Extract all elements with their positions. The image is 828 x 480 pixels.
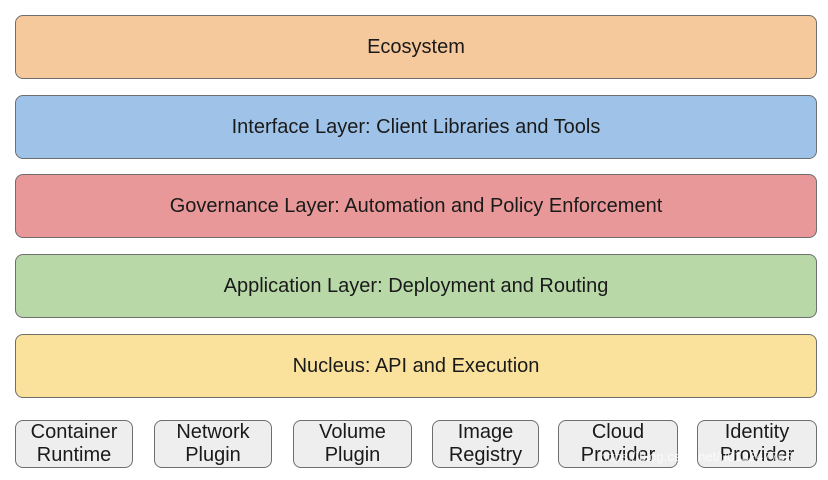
plugin-label-line2: Plugin [324, 444, 381, 466]
plugin-label-line2: Provider [719, 444, 795, 466]
plugin-label-line2: Provider [580, 444, 656, 466]
plugin-image-registry: Image Registry [432, 420, 539, 468]
plugin-label-line1: Container [30, 421, 118, 443]
layer-label: Interface Layer: Client Libraries and To… [231, 115, 601, 138]
plugin-label-line2: Plugin [185, 444, 241, 466]
layer-application: Application Layer: Deployment and Routin… [15, 254, 817, 318]
plugin-identity-provider: Identity Provider [697, 420, 817, 468]
layer-label: Nucleus: API and Execution [292, 354, 540, 377]
layer-label: Application Layer: Deployment and Routin… [223, 274, 609, 297]
plugin-label-line2: Runtime [36, 444, 112, 466]
plugin-label-line1: Volume [319, 421, 386, 443]
layer-interface: Interface Layer: Client Libraries and To… [15, 95, 817, 159]
layer-ecosystem: Ecosystem [15, 15, 817, 79]
plugin-network-plugin: Network Plugin [154, 420, 272, 468]
layer-label: Ecosystem [367, 35, 465, 58]
plugin-label-line1: Network [176, 421, 250, 443]
plugin-cloud-provider: Cloud Provider [558, 420, 678, 468]
plugin-label-line1: Image [457, 421, 514, 443]
watermark-text: https://blog.csdn.net/u013247765 [600, 449, 793, 464]
plugin-volume-plugin: Volume Plugin [293, 420, 412, 468]
plugin-label-line1: Identity [724, 421, 790, 443]
layer-label: Governance Layer: Automation and Policy … [169, 194, 663, 217]
layer-governance: Governance Layer: Automation and Policy … [15, 174, 817, 238]
plugin-label-line1: Cloud [591, 421, 645, 443]
plugin-label-line2: Registry [448, 444, 523, 466]
layer-nucleus: Nucleus: API and Execution [15, 334, 817, 398]
plugin-container-runtime: Container Runtime [15, 420, 133, 468]
